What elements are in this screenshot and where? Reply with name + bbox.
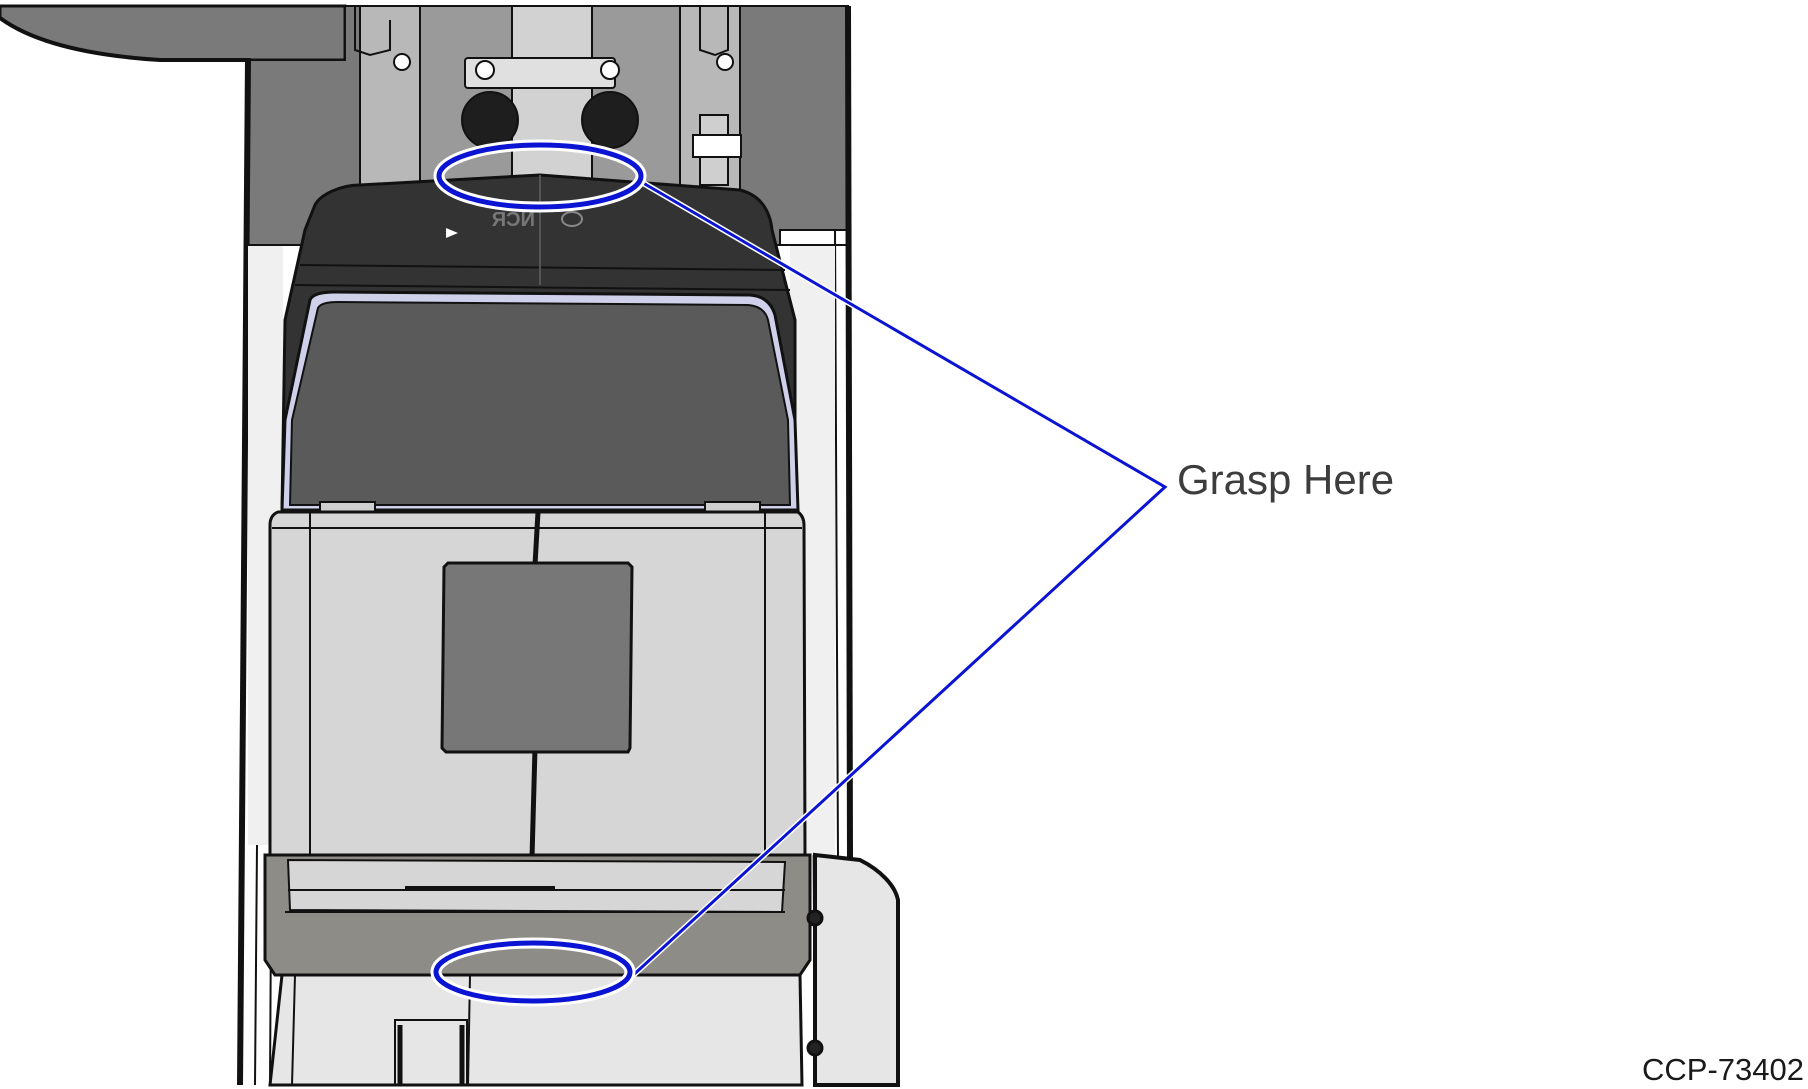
mounting-frame xyxy=(0,4,853,1086)
arrow-indicator-icon xyxy=(446,228,458,238)
vent-icon xyxy=(461,91,639,149)
printer: NCR xyxy=(263,173,812,977)
printer-base xyxy=(268,852,900,1087)
grasp-point-bottom xyxy=(430,937,636,1007)
screw-icon xyxy=(475,60,620,80)
grasp-point-top xyxy=(433,139,647,213)
callout-label: Grasp Here xyxy=(1177,456,1394,503)
figure-id: CCP-73402 xyxy=(1642,1052,1804,1087)
svg-text:NCR: NCR xyxy=(491,209,535,231)
callout-pointer-lines xyxy=(627,177,1171,981)
brand-logo-icon: NCR xyxy=(491,209,583,231)
